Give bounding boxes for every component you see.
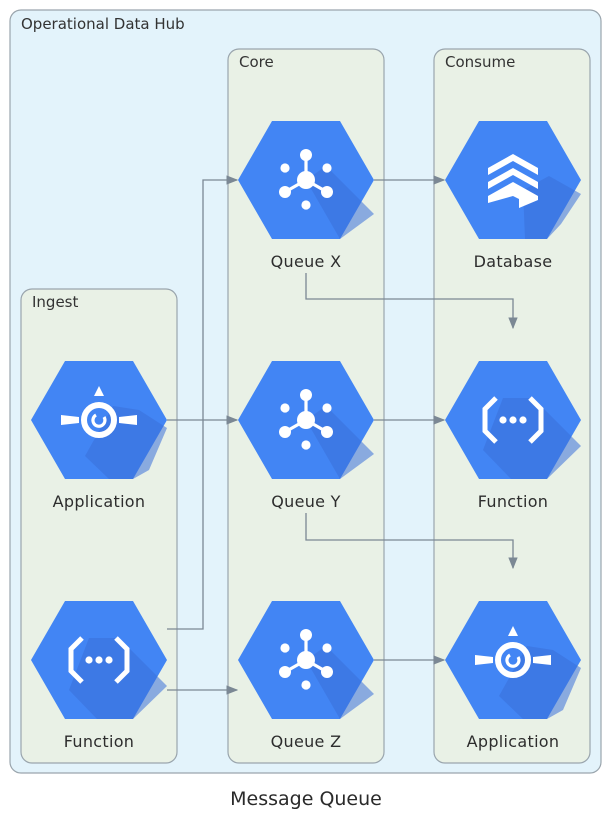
node-ingest-application: Application [31,361,167,511]
diagram-caption: Message Queue [230,788,382,810]
node-queue-y: Queue Y [238,361,376,511]
edges [167,175,518,695]
edge-queue-x-to-function [305,273,518,330]
node-label: Queue Z [271,732,342,751]
cluster-ingest-label: Ingest [32,293,78,311]
node-consume-database: Database [445,121,581,271]
node-label: Application [53,492,146,511]
node-queue-z: Queue Z [238,601,376,751]
node-ingest-function: Function [31,601,167,751]
node-label: Queue Y [271,492,341,511]
edge-queue-y-to-application [305,513,518,570]
node-queue-x: Queue X [238,121,376,271]
node-label: Function [64,732,134,751]
cluster-hub-label: Operational Data Hub [21,15,185,33]
node-consume-application: Application [445,601,581,751]
node-label: Function [478,492,548,511]
edge-ingest-func-to-queue-x [167,175,239,630]
node-label: Application [467,732,560,751]
node-label: Database [474,252,553,271]
cluster-core-label: Core [239,53,274,71]
node-consume-function: Function [445,361,581,511]
node-label: Queue X [271,252,342,271]
cluster-consume-label: Consume [445,53,515,71]
